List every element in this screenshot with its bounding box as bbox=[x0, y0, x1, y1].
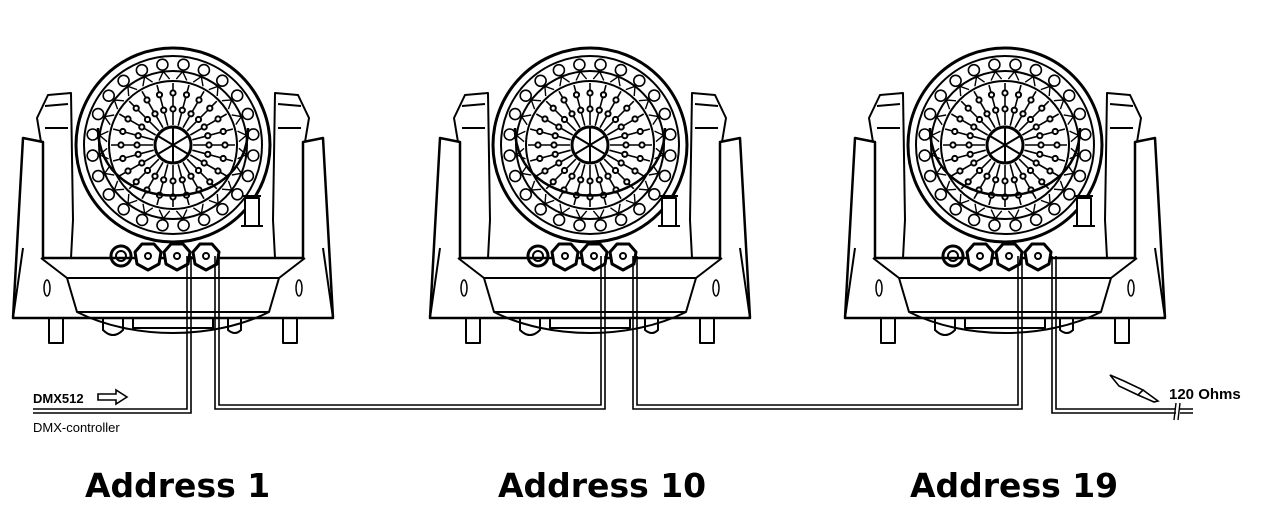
fixture-2-address: Address 10 bbox=[498, 466, 707, 505]
fixture-1-address: Address 1 bbox=[85, 466, 271, 505]
fixture-2-graphic bbox=[428, 46, 752, 345]
terminator-label: 120 Ohms bbox=[1169, 386, 1241, 403]
dmx-arrow-icon bbox=[97, 388, 129, 406]
terminator-plug-icon bbox=[1109, 374, 1160, 403]
fixture-3-address: Address 19 bbox=[910, 466, 1119, 505]
cable-fixture-3-to-terminator bbox=[1051, 256, 1176, 414]
fixture-1-graphic bbox=[11, 46, 335, 345]
dmx-signal-label: DMX512 bbox=[33, 391, 84, 406]
dmx-controller-label: DMX-controller bbox=[33, 420, 120, 435]
cable-fixture-1-to-2 bbox=[214, 256, 606, 410]
cable-controller-to-fixture-1 bbox=[33, 256, 192, 414]
fixture-3-graphic bbox=[843, 46, 1167, 345]
cable-fixture-2-to-3 bbox=[632, 256, 1023, 410]
dmx-cables bbox=[33, 256, 1193, 421]
